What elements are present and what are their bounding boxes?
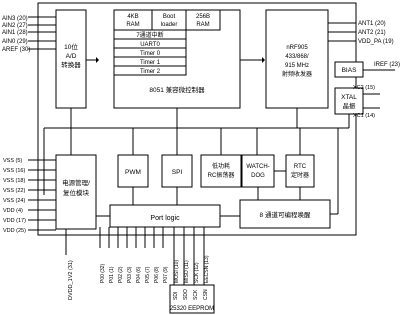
pin-label: P02 (2) (118, 266, 124, 283)
rc-oscillator-block: 低功耗 RC振荡器 (200, 154, 242, 188)
svg-text:SPI: SPI (172, 169, 183, 176)
svg-text:A/D: A/D (66, 53, 77, 60)
pin-label: P03 (3) (127, 266, 133, 283)
bias-block: BIAS (334, 61, 364, 78)
svg-text:PWM: PWM (125, 169, 141, 176)
pin-label: P07 (9) (163, 266, 169, 283)
svg-text:晶振: 晶振 (343, 101, 357, 110)
svg-text:loader: loader (161, 22, 178, 28)
svg-text:射频收发器: 射频收发器 (282, 70, 312, 78)
svg-text:CSN: CSN (203, 289, 209, 300)
pin-label: P00 (32) (100, 263, 106, 283)
svg-text:Timer 1: Timer 1 (140, 60, 161, 66)
svg-text:8 通道可编程唤醒: 8 通道可编程唤醒 (260, 210, 311, 219)
svg-text:UART0: UART0 (140, 42, 160, 48)
pin-label: VDD (25) (3, 228, 26, 234)
pin-label: MOSI (10) (174, 260, 180, 283)
pin-label: VDD_PA (19) (358, 39, 394, 45)
pin-label: VSS (18) (3, 178, 25, 184)
internal-bus (43, 108, 350, 200)
svg-text:SDI: SDI (173, 292, 179, 300)
svg-text:Port logic: Port logic (150, 215, 180, 222)
cpu-block: 4KB RAM Boot loader 256B RAM 7通道中断 UART0… (113, 9, 241, 109)
pin-label: P04 (6) (136, 266, 142, 283)
pin-label: EECSN (13) (204, 255, 210, 283)
pin-label: VSS (22) (3, 188, 25, 194)
pin-label: VSS (5) (3, 158, 22, 164)
adc-block: 10位 A/D 转换器 (55, 9, 87, 109)
pin-label: DVDD_1V2 (31) (68, 260, 74, 300)
svg-text:10位: 10位 (64, 42, 78, 51)
svg-text:RAM: RAM (196, 22, 209, 28)
right-rf-pins: ANT1 (20) ANT2 (21) VDD_PA (19) (328, 21, 394, 45)
svg-text:定时器: 定时器 (291, 171, 309, 179)
pin-label: XC2 (15) (353, 85, 375, 91)
svg-text:RTC: RTC (294, 164, 307, 170)
pin-label: P06 (8) (154, 266, 160, 283)
pin-label: VSS (24) (3, 198, 25, 204)
pin-label: AIN0 (29) (2, 39, 28, 45)
left-analog-pins: AIN3 (20) AIN2 (27) AIN1 (28) AIN0 (29) … (2, 16, 56, 53)
pin-label: VDD (17) (3, 218, 26, 224)
svg-text:SDO: SDO (183, 289, 189, 300)
svg-text:DOG: DOG (251, 173, 265, 179)
pin-label: ANT2 (21) (358, 30, 386, 36)
xtal-block: XTAL 晶振 (334, 87, 364, 115)
svg-text:25320 EEPROM: 25320 EEPROM (170, 306, 214, 312)
pin-label: SCK (12) (194, 262, 200, 283)
pin-label: XC1 (14) (353, 113, 375, 119)
power-management-block: 电源管理/ 复位模块 (55, 154, 97, 230)
svg-text:Timer 0: Timer 0 (140, 51, 161, 57)
svg-text:Timer 2: Timer 2 (140, 69, 161, 75)
pin-label: P01 (1) (109, 266, 115, 283)
pin-label: AREF (30) (2, 47, 30, 53)
svg-text:256B: 256B (196, 14, 210, 20)
svg-text:nRF905: nRF905 (286, 45, 308, 51)
svg-text:7通道中断: 7通道中断 (136, 31, 163, 39)
svg-text:915 MHz: 915 MHz (285, 63, 309, 69)
svg-text:BIAS: BIAS (342, 67, 357, 74)
svg-text:电源管理/: 电源管理/ (62, 178, 90, 187)
pin-label: P05 (7) (145, 266, 151, 283)
svg-text:433/868/: 433/868/ (285, 54, 309, 60)
pin-label: VSS (16) (3, 168, 25, 174)
pin-label: VDD (4) (3, 208, 23, 214)
svg-text:4KB: 4KB (127, 14, 138, 20)
bottom-port-pins: P00 (32) P01 (1) P02 (2) P03 (3) P04 (6)… (99, 227, 169, 283)
eeprom-block: SDI SDO SCK CSN 25320 EEPROM (169, 284, 215, 314)
spi-block: SPI (161, 154, 193, 188)
svg-text:RAM: RAM (126, 22, 139, 28)
port-logic-block: Port logic (109, 204, 221, 228)
svg-text:XTAL: XTAL (341, 94, 357, 101)
svg-text:低功耗: 低功耗 (212, 162, 230, 170)
left-power-pins: VSS (5) VSS (16) VSS (18) VSS (22) VSS (… (3, 158, 56, 234)
pwm-block: PWM (117, 154, 149, 188)
pin-label: MISO (11) (184, 260, 190, 283)
svg-text:复位模块: 复位模块 (63, 188, 90, 197)
pin-label: IREF (23) (374, 62, 400, 68)
pin-label: AIN1 (28) (2, 30, 28, 36)
svg-text:WATCH-: WATCH- (246, 164, 269, 170)
svg-text:Boot: Boot (163, 14, 176, 20)
wakeup-block: 8 通道可编程唤醒 (239, 199, 331, 229)
svg-text:8051 兼容微控制器: 8051 兼容微控制器 (149, 85, 205, 94)
pin-label: AIN3 (20) (2, 16, 28, 22)
rf-transceiver-block: nRF905 433/868/ 915 MHz 射频收发器 (265, 9, 329, 109)
pin-label: ANT1 (20) (358, 21, 386, 27)
spi-pins: MOSI (10) MISO (11) SCK (12) EECSN (13) (173, 227, 210, 285)
rtc-block: RTC 定时器 (285, 154, 315, 188)
svg-text:SCK: SCK (193, 289, 199, 300)
svg-text:转换器: 转换器 (61, 60, 81, 69)
pin-label: AIN2 (27) (2, 23, 28, 29)
watchdog-block: WATCH- DOG (241, 154, 275, 188)
svg-text:RC振荡器: RC振荡器 (208, 171, 235, 179)
